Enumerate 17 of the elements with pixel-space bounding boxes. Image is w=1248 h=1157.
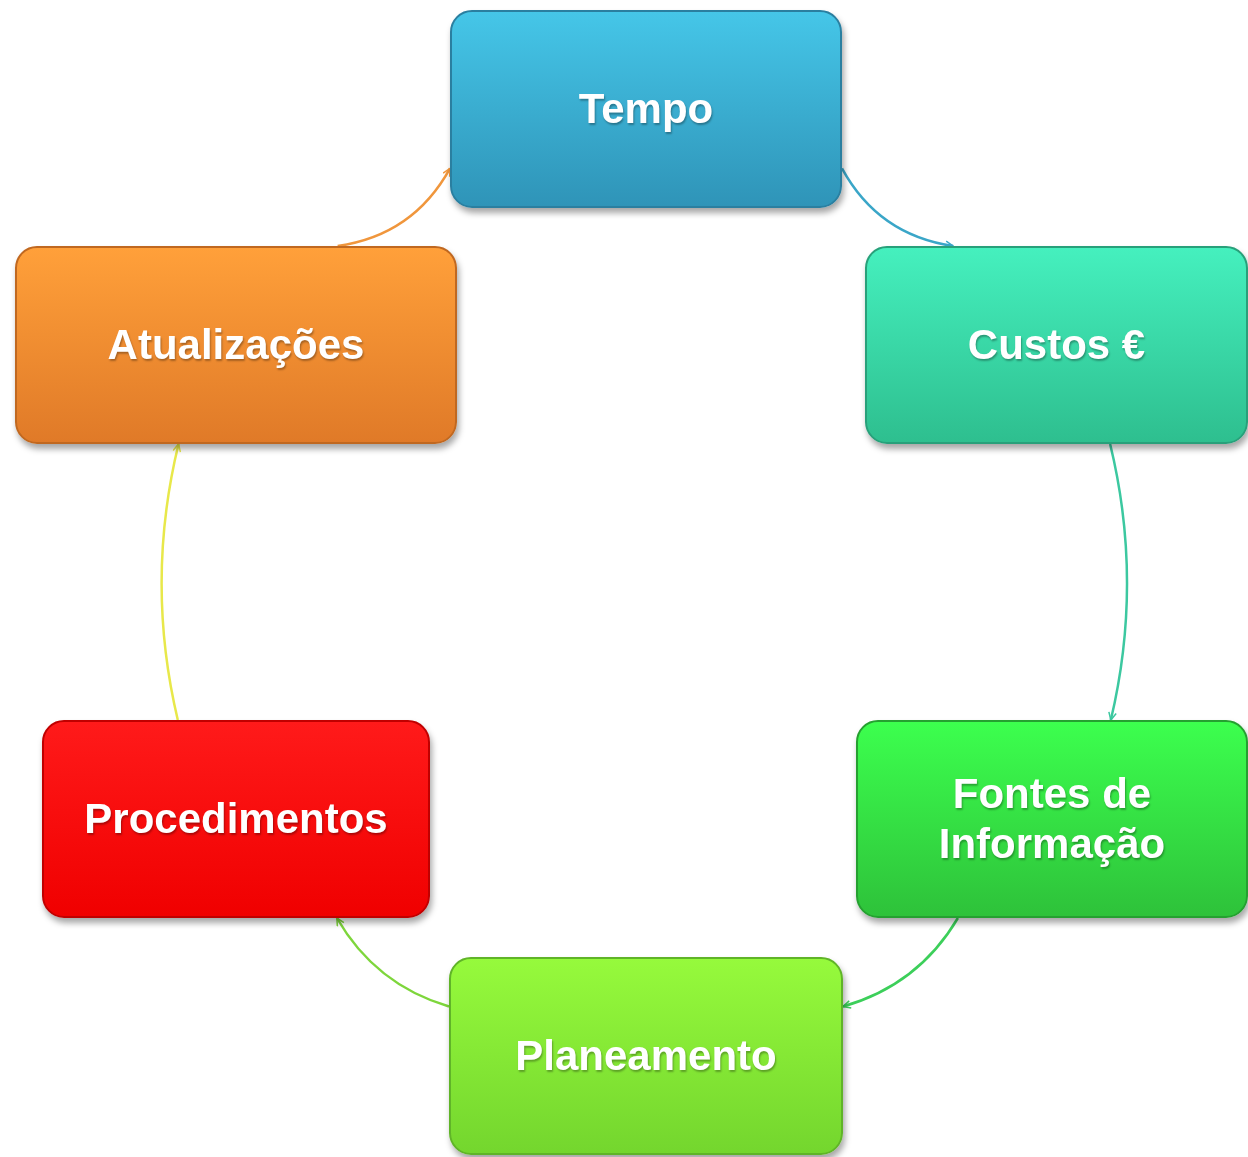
box-label: Tempo bbox=[577, 83, 715, 134]
process-box bbox=[450, 10, 842, 208]
process-box bbox=[42, 720, 430, 918]
box-label: Atualizações bbox=[106, 319, 366, 370]
curved-arrow bbox=[842, 917, 959, 1009]
curved-arrow bbox=[337, 167, 452, 248]
process-box bbox=[449, 957, 843, 1155]
curved-arrow bbox=[1108, 443, 1129, 721]
curved-arrow bbox=[335, 917, 450, 1008]
box-label: Fontes de Informação bbox=[937, 768, 1167, 869]
process-box bbox=[856, 720, 1248, 918]
process-box bbox=[865, 246, 1248, 444]
box-label: Custos € bbox=[966, 319, 1147, 370]
box-label: Procedimentos bbox=[83, 793, 389, 844]
box-label: Planeamento bbox=[514, 1030, 778, 1081]
curved-arrow bbox=[160, 443, 182, 721]
process-box bbox=[15, 246, 457, 444]
